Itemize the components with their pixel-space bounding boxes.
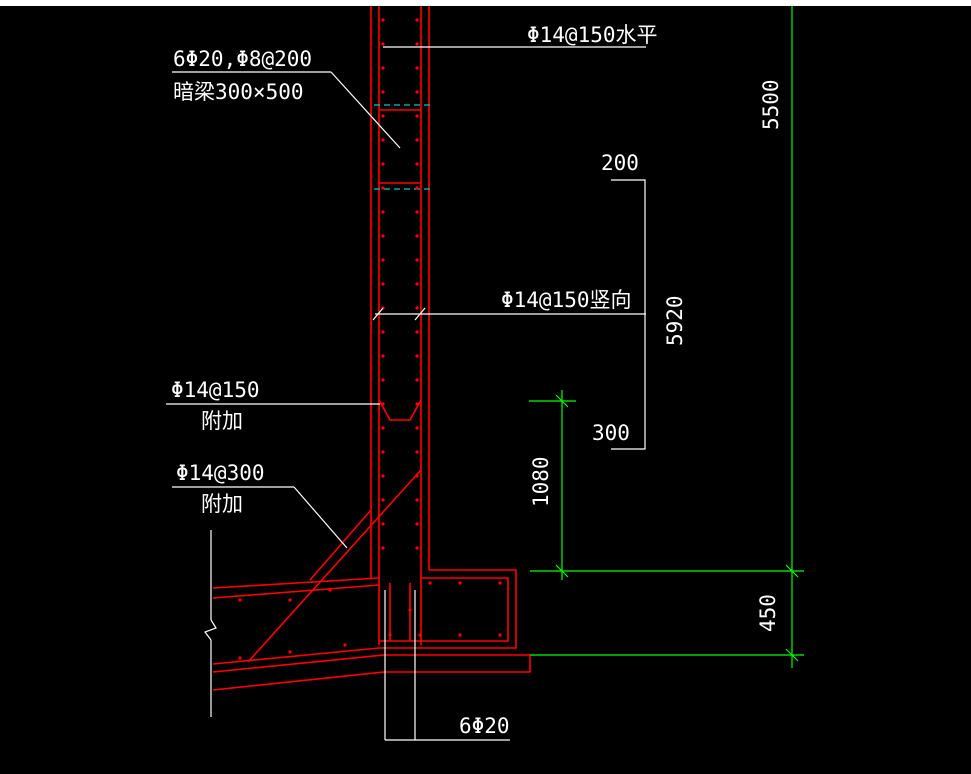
rebar-dot (415, 522, 419, 526)
rebar-dot (458, 633, 462, 637)
rebar-dot (415, 402, 419, 406)
rebar-dot (418, 633, 422, 637)
rebar-dot (498, 633, 502, 637)
rebar-dot (381, 114, 385, 118)
dim-lower-height: 1080 (529, 456, 553, 507)
rebar-dot (381, 522, 385, 526)
rebar-dot (415, 18, 419, 22)
rebar-dot (415, 138, 419, 142)
rebar-dot (415, 210, 419, 214)
rebar-dot (381, 186, 385, 190)
label-bottom-bars: 6Φ20 (459, 714, 510, 738)
rebar-dot (498, 581, 502, 585)
label-added-1-note: 附加 (201, 409, 243, 433)
dim-hook-top: 200 (601, 151, 639, 175)
rebar-dot (415, 426, 419, 430)
rebar-dot (415, 546, 419, 550)
rebar-dot (238, 656, 242, 660)
rebar-dot (415, 498, 419, 502)
rebar-dot (381, 258, 385, 262)
rebar-dot (415, 186, 419, 190)
rebar-dot (343, 643, 347, 647)
rebar-dot (288, 598, 292, 602)
rebar-dot (415, 354, 419, 358)
rebar-dot (288, 650, 292, 654)
rebar-dot (381, 42, 385, 46)
rebar-dot (415, 282, 419, 286)
wall-outline (370, 6, 430, 645)
rebar-dot (381, 546, 385, 550)
rebar-dot (415, 114, 419, 118)
rebar-dot (381, 450, 385, 454)
rebar-dot (381, 162, 385, 166)
rebar-dot (415, 66, 419, 70)
dim-bar-length: 5920 (663, 295, 687, 346)
rebar-dot (415, 42, 419, 46)
rebar-dot (415, 90, 419, 94)
leader-lines (166, 46, 646, 741)
rebar-dot (381, 282, 385, 286)
dimension-lines (529, 6, 804, 668)
rebar-dot (381, 426, 385, 430)
dim-hook-bottom: 300 (592, 421, 630, 445)
rebar-dot (415, 474, 419, 478)
rebar-dot (381, 138, 385, 142)
rebar-dot (415, 378, 419, 382)
rebar-dot (388, 633, 392, 637)
rebar-dot (415, 258, 419, 262)
rebar-dot (415, 330, 419, 334)
dim-slab-thickness: 450 (756, 594, 780, 632)
rebar-dot (381, 354, 385, 358)
rebar-dot (415, 306, 419, 310)
label-hidden-beam-size: 暗梁300×500 (173, 80, 304, 104)
dim-height-total: 5500 (759, 79, 783, 130)
rebar-dot (381, 234, 385, 238)
rebar-dot (238, 598, 242, 602)
rebar-dot (408, 608, 412, 612)
rebar-dot (381, 330, 385, 334)
rebar-dots (238, 18, 502, 660)
rebar-dot (381, 90, 385, 94)
foundation-outline (212, 399, 531, 691)
rebar-dot (415, 234, 419, 238)
rebar-dot (381, 378, 385, 382)
label-vertical-bars: Φ14@150竖向 (501, 288, 632, 312)
top-border-bar (0, 0, 971, 6)
rebar-dot (328, 588, 332, 592)
rebar-dot (381, 66, 385, 70)
label-added-bars-1: Φ14@150 (171, 378, 260, 402)
rebar-dot (381, 498, 385, 502)
label-added-2-note: 附加 (201, 492, 243, 516)
label-added-bars-2: Φ14@300 (176, 461, 265, 485)
rebar-dot (415, 450, 419, 454)
rebar-dot (381, 474, 385, 478)
rebar-dot (381, 210, 385, 214)
rebar-dot (428, 581, 432, 585)
rebar-dot (415, 162, 419, 166)
rebar-dot (458, 581, 462, 585)
rebar-dot (381, 402, 385, 406)
rebar-dot (381, 18, 385, 22)
label-horizontal-bars: Φ14@150水平 (527, 23, 658, 47)
label-hidden-beam-bars: 6Φ20,Φ8@200 (173, 47, 312, 71)
